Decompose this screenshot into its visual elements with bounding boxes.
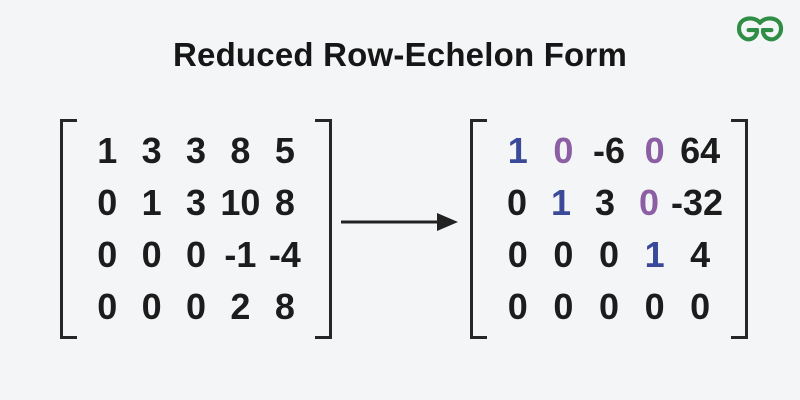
matrix-cell: 8 xyxy=(230,130,251,171)
matrix-cell: 1 xyxy=(141,182,162,223)
matrix-cell: 0 xyxy=(186,286,207,327)
matrix-cell: 3 xyxy=(186,130,207,171)
matrix-cell: 1 xyxy=(550,182,572,223)
matrix-cell: 0 xyxy=(553,234,574,275)
matrix-cell: 0 xyxy=(141,286,162,327)
left-bracket xyxy=(470,119,487,339)
matrix-cell: 1 xyxy=(507,130,528,171)
matrix-cell: 0 xyxy=(598,234,619,275)
matrix-cell: 3 xyxy=(594,182,616,223)
matrix-cell: 0 xyxy=(553,130,574,171)
matrix-cell: 3 xyxy=(186,182,207,223)
right-bracket xyxy=(315,119,332,339)
matrix-cell: 0 xyxy=(553,286,574,327)
matrix-cell: 8 xyxy=(274,286,295,327)
geeksforgeeks-logo-icon xyxy=(736,16,784,42)
matrix-cell: 0 xyxy=(644,286,665,327)
matrix-cell: 0 xyxy=(507,234,528,275)
matrix-cell: 3 xyxy=(141,130,162,171)
matrix-cell: 1 xyxy=(97,130,118,171)
page-title: Reduced Row-Echelon Form xyxy=(172,36,627,73)
matrix-cell: 0 xyxy=(638,182,660,223)
matrix-cell: 0 xyxy=(507,286,528,327)
matrix-cell: 8 xyxy=(274,182,295,223)
matrix-cell: 0 xyxy=(97,286,118,327)
matrix-cell: -32 xyxy=(671,182,724,223)
left-bracket xyxy=(60,119,77,339)
matrix-cell: -4 xyxy=(268,234,301,275)
matrix-cell: 0 xyxy=(644,130,665,171)
matrix-cell: 1 xyxy=(644,234,665,275)
right-arrow-icon xyxy=(341,213,458,231)
matrix-cell: 5 xyxy=(274,130,295,171)
matrix-cell: 10 xyxy=(220,182,261,223)
right-bracket xyxy=(731,119,748,339)
matrix-cell: 0 xyxy=(598,286,619,327)
matrix-cell: 0 xyxy=(506,182,528,223)
matrix-cell: 0 xyxy=(186,234,207,275)
matrix-cell: -6 xyxy=(592,130,625,171)
matrix-cell: 64 xyxy=(680,130,721,171)
matrix-cell: 0 xyxy=(97,182,118,223)
matrix-cell: 0 xyxy=(97,234,118,275)
matrix-cell: 0 xyxy=(690,286,711,327)
matrix-cell: 0 xyxy=(141,234,162,275)
matrix-cell: -1 xyxy=(224,234,257,275)
matrix-cell: 2 xyxy=(230,286,251,327)
matrix-cell: 4 xyxy=(690,234,711,275)
